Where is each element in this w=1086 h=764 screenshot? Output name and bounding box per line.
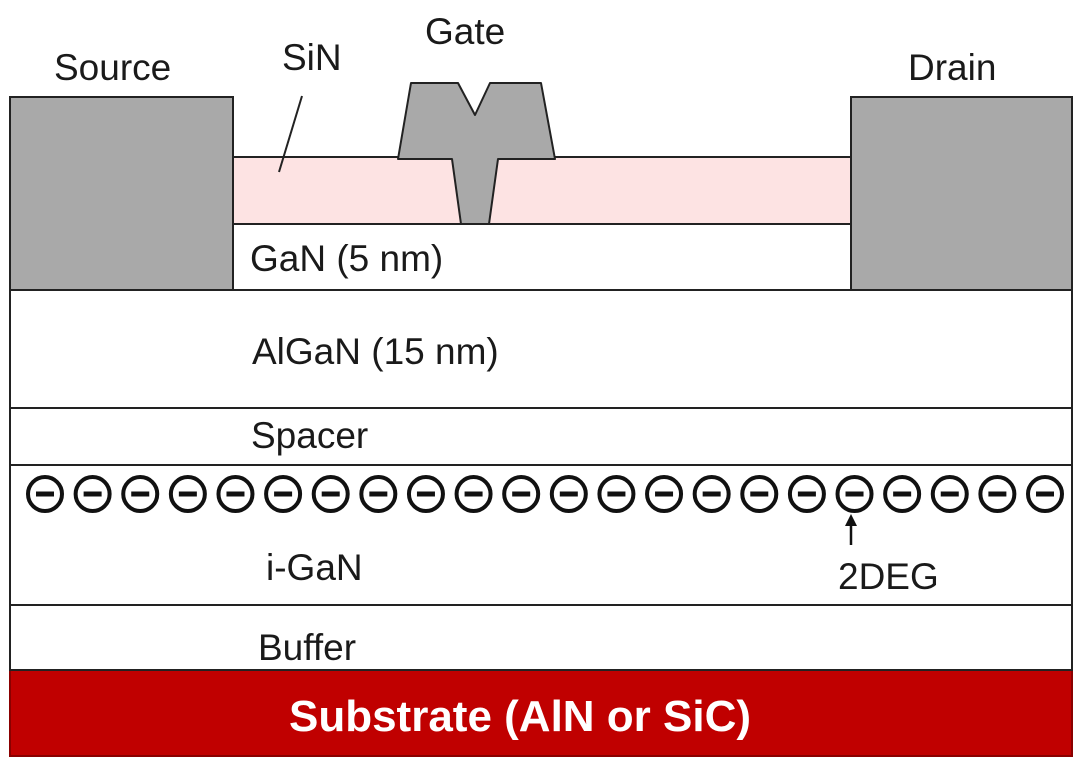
2deg-label: 2DEG: [838, 556, 939, 597]
electron-21: [978, 475, 1017, 513]
substrate-label: Substrate (AlN or SiC): [289, 692, 751, 741]
electron-7: [311, 475, 350, 513]
electron-8: [359, 475, 398, 513]
sin-label: SiN: [282, 37, 342, 78]
electron-2: [73, 475, 112, 513]
electron-16: [740, 475, 779, 513]
electron-14: [645, 475, 684, 513]
gate-electrode: [397, 82, 556, 225]
electron-12: [549, 475, 588, 513]
source-contact: [9, 96, 234, 291]
electron-5: [216, 475, 255, 513]
algan-label: AlGaN (15 nm): [252, 331, 499, 372]
drain-contact: [850, 96, 1073, 291]
buffer-layer: [9, 604, 1073, 671]
electron-20: [930, 475, 969, 513]
drain-label: Drain: [908, 47, 996, 88]
source-label: Source: [54, 47, 171, 88]
electron-19: [883, 475, 922, 513]
igan-label: i-GaN: [266, 547, 363, 588]
gan-cap-label: GaN (5 nm): [250, 238, 443, 279]
electron-18: [835, 475, 874, 513]
gate-label: Gate: [425, 11, 505, 52]
electron-3: [121, 475, 160, 513]
electron-13: [597, 475, 636, 513]
electron-1: [26, 475, 64, 513]
spacer-layer: [9, 407, 1073, 466]
electron-9: [406, 475, 445, 513]
buffer-label: Buffer: [258, 627, 356, 668]
sin-pointer-line: [278, 95, 303, 173]
electron-22: [1026, 475, 1064, 513]
spacer-label: Spacer: [251, 415, 368, 456]
electron-4: [168, 475, 207, 513]
electron-11: [502, 475, 541, 513]
2deg-arrow: [845, 514, 857, 545]
electron-10: [454, 475, 493, 513]
2deg-electron-row: [26, 475, 1064, 513]
electron-17: [787, 475, 826, 513]
sin-layer: [232, 156, 852, 225]
electron-6: [264, 475, 303, 513]
substrate-layer: [9, 669, 1073, 757]
electron-15: [692, 475, 731, 513]
algan-layer: [9, 289, 1073, 409]
